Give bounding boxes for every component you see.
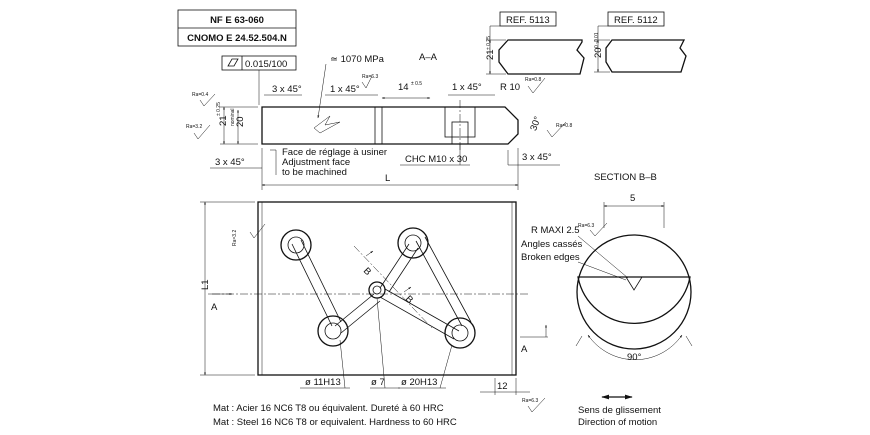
adjust-face-en2: to be machined xyxy=(282,167,347,178)
roughness-63-top: Ra=6.3 xyxy=(362,74,378,80)
standards-box: NF E 63-060 CNOMO E 24.52.504.N xyxy=(177,9,297,47)
material-en: Mat : Steel 16 NC6 T8 or equivalent. Har… xyxy=(213,417,457,428)
ref-5112-height: 20 xyxy=(593,47,604,58)
hole-bottom-right xyxy=(444,317,476,349)
lubrication-grooves xyxy=(291,236,472,340)
hole-top-right xyxy=(397,227,429,259)
ref-5112-label: REF. 5112 xyxy=(614,15,658,26)
top-bar-dimensions: 3 x 45° 1 x 45° Ra=6.3 14 ± 0.5 1 x 45° … xyxy=(186,74,572,190)
dim-14: 14 xyxy=(398,82,409,93)
section-a-a-label: A–A xyxy=(419,52,438,63)
hole-dia-7: ø 7 xyxy=(371,377,385,388)
ref-5113-tol: ± 0.25 xyxy=(486,36,492,50)
section-b-b-view: SECTION B–B 5 R MAXI 2.5 Ra=6.3 Angles c… xyxy=(521,172,693,363)
plate-top-view: A A B B L1 Ra=3.2 ø 11H13 ø 7 ø 20H13 12… xyxy=(200,201,548,413)
ref-5112-view: REF. 5112 20 0 -0.01 xyxy=(593,11,687,73)
angle-90: 90° xyxy=(627,352,642,363)
material-note: Mat : Acier 16 NC6 T8 ou équivalent. Dur… xyxy=(213,403,457,428)
material-fr: Mat : Acier 16 NC6 T8 ou équivalent. Dur… xyxy=(213,403,444,414)
screw-spec: CHC M10 x 30 xyxy=(405,154,467,165)
height-21-main-tol: ± 0.25 xyxy=(216,102,222,116)
adjust-face-en1: Adjustment face xyxy=(282,157,350,168)
dim-5: 5 xyxy=(630,193,635,204)
height-20-note: nominal xyxy=(230,108,236,126)
hole-dia-11: ø 11H13 xyxy=(305,377,341,388)
ref-5113-height: 21 xyxy=(485,49,496,60)
roughness-08-right: Ra=0.8 xyxy=(556,123,572,129)
broken-edges-en: Broken edges xyxy=(521,252,580,263)
chamfer-1x45-right: 1 x 45° xyxy=(452,82,482,93)
roughness-63-plate: Ra=6.3 xyxy=(522,398,538,404)
hole-bottom-left xyxy=(317,315,349,347)
height-20-main: 20 xyxy=(235,116,246,127)
roughness-63-section: Ra=6.3 xyxy=(578,223,594,229)
radius-10: R 10 xyxy=(500,82,520,93)
ref-5113-label: REF. 5113 xyxy=(506,15,550,26)
section-b-b-title: SECTION B–B xyxy=(594,172,657,183)
hole-center xyxy=(368,281,386,299)
section-a-right: A xyxy=(521,344,528,355)
standard-cnomo: CNOMO E 24.52.504.N xyxy=(187,33,287,44)
ref-5112-tol: 0 -0.01 xyxy=(594,32,600,48)
motion-fr: Sens de glissement xyxy=(578,405,661,416)
flatness-callout: 0.015/100 xyxy=(221,55,297,105)
adjust-face-fr: Face de réglage à usiner xyxy=(282,147,387,158)
section-a-a-view: A–A ≃ 1070 MPa xyxy=(261,52,519,150)
ref-5113-view: REF. 5113 21 ± 0.25 xyxy=(485,11,585,75)
roughness-32-plate: Ra=3.2 xyxy=(232,230,238,246)
section-b-bottom: B xyxy=(403,294,415,306)
motion-en: Direction of motion xyxy=(578,417,657,428)
radius-max: R MAXI 2.5 xyxy=(531,225,580,236)
broken-edges-fr: Angles cassés xyxy=(521,239,583,250)
chamfer-1x45-left: 1 x 45° xyxy=(330,84,360,95)
section-a-left: A xyxy=(211,302,218,313)
chamfer-3x45-top: 3 x 45° xyxy=(272,84,302,95)
hole-dia-20: ø 20H13 xyxy=(401,377,437,388)
width-l1: L1 xyxy=(200,279,211,290)
section-b-top: B xyxy=(361,266,373,278)
flatness-value: 0.015/100 xyxy=(245,59,287,70)
chamfer-3x45-right: 3 x 45° xyxy=(522,152,552,163)
chamfer-3x45-bottom: 3 x 45° xyxy=(215,157,245,168)
dim-14-tol: ± 0.5 xyxy=(411,81,422,87)
direction-of-motion: Sens de glissement Direction of motion xyxy=(578,394,661,428)
roughness-08-top: Ra=0.8 xyxy=(525,77,541,83)
length-l: L xyxy=(385,173,390,184)
hole-top-left xyxy=(280,229,312,261)
angle-30: 30° xyxy=(528,115,543,132)
roughness-32-top: Ra=3.2 xyxy=(186,124,202,130)
height-21-main: 21 xyxy=(218,115,229,126)
dim-12: 12 xyxy=(497,381,508,392)
standard-nf: NF E 63-060 xyxy=(210,15,264,26)
roughness-04: Ra=0.4 xyxy=(192,92,208,98)
hardness-note: ≃ 1070 MPa xyxy=(330,54,385,65)
